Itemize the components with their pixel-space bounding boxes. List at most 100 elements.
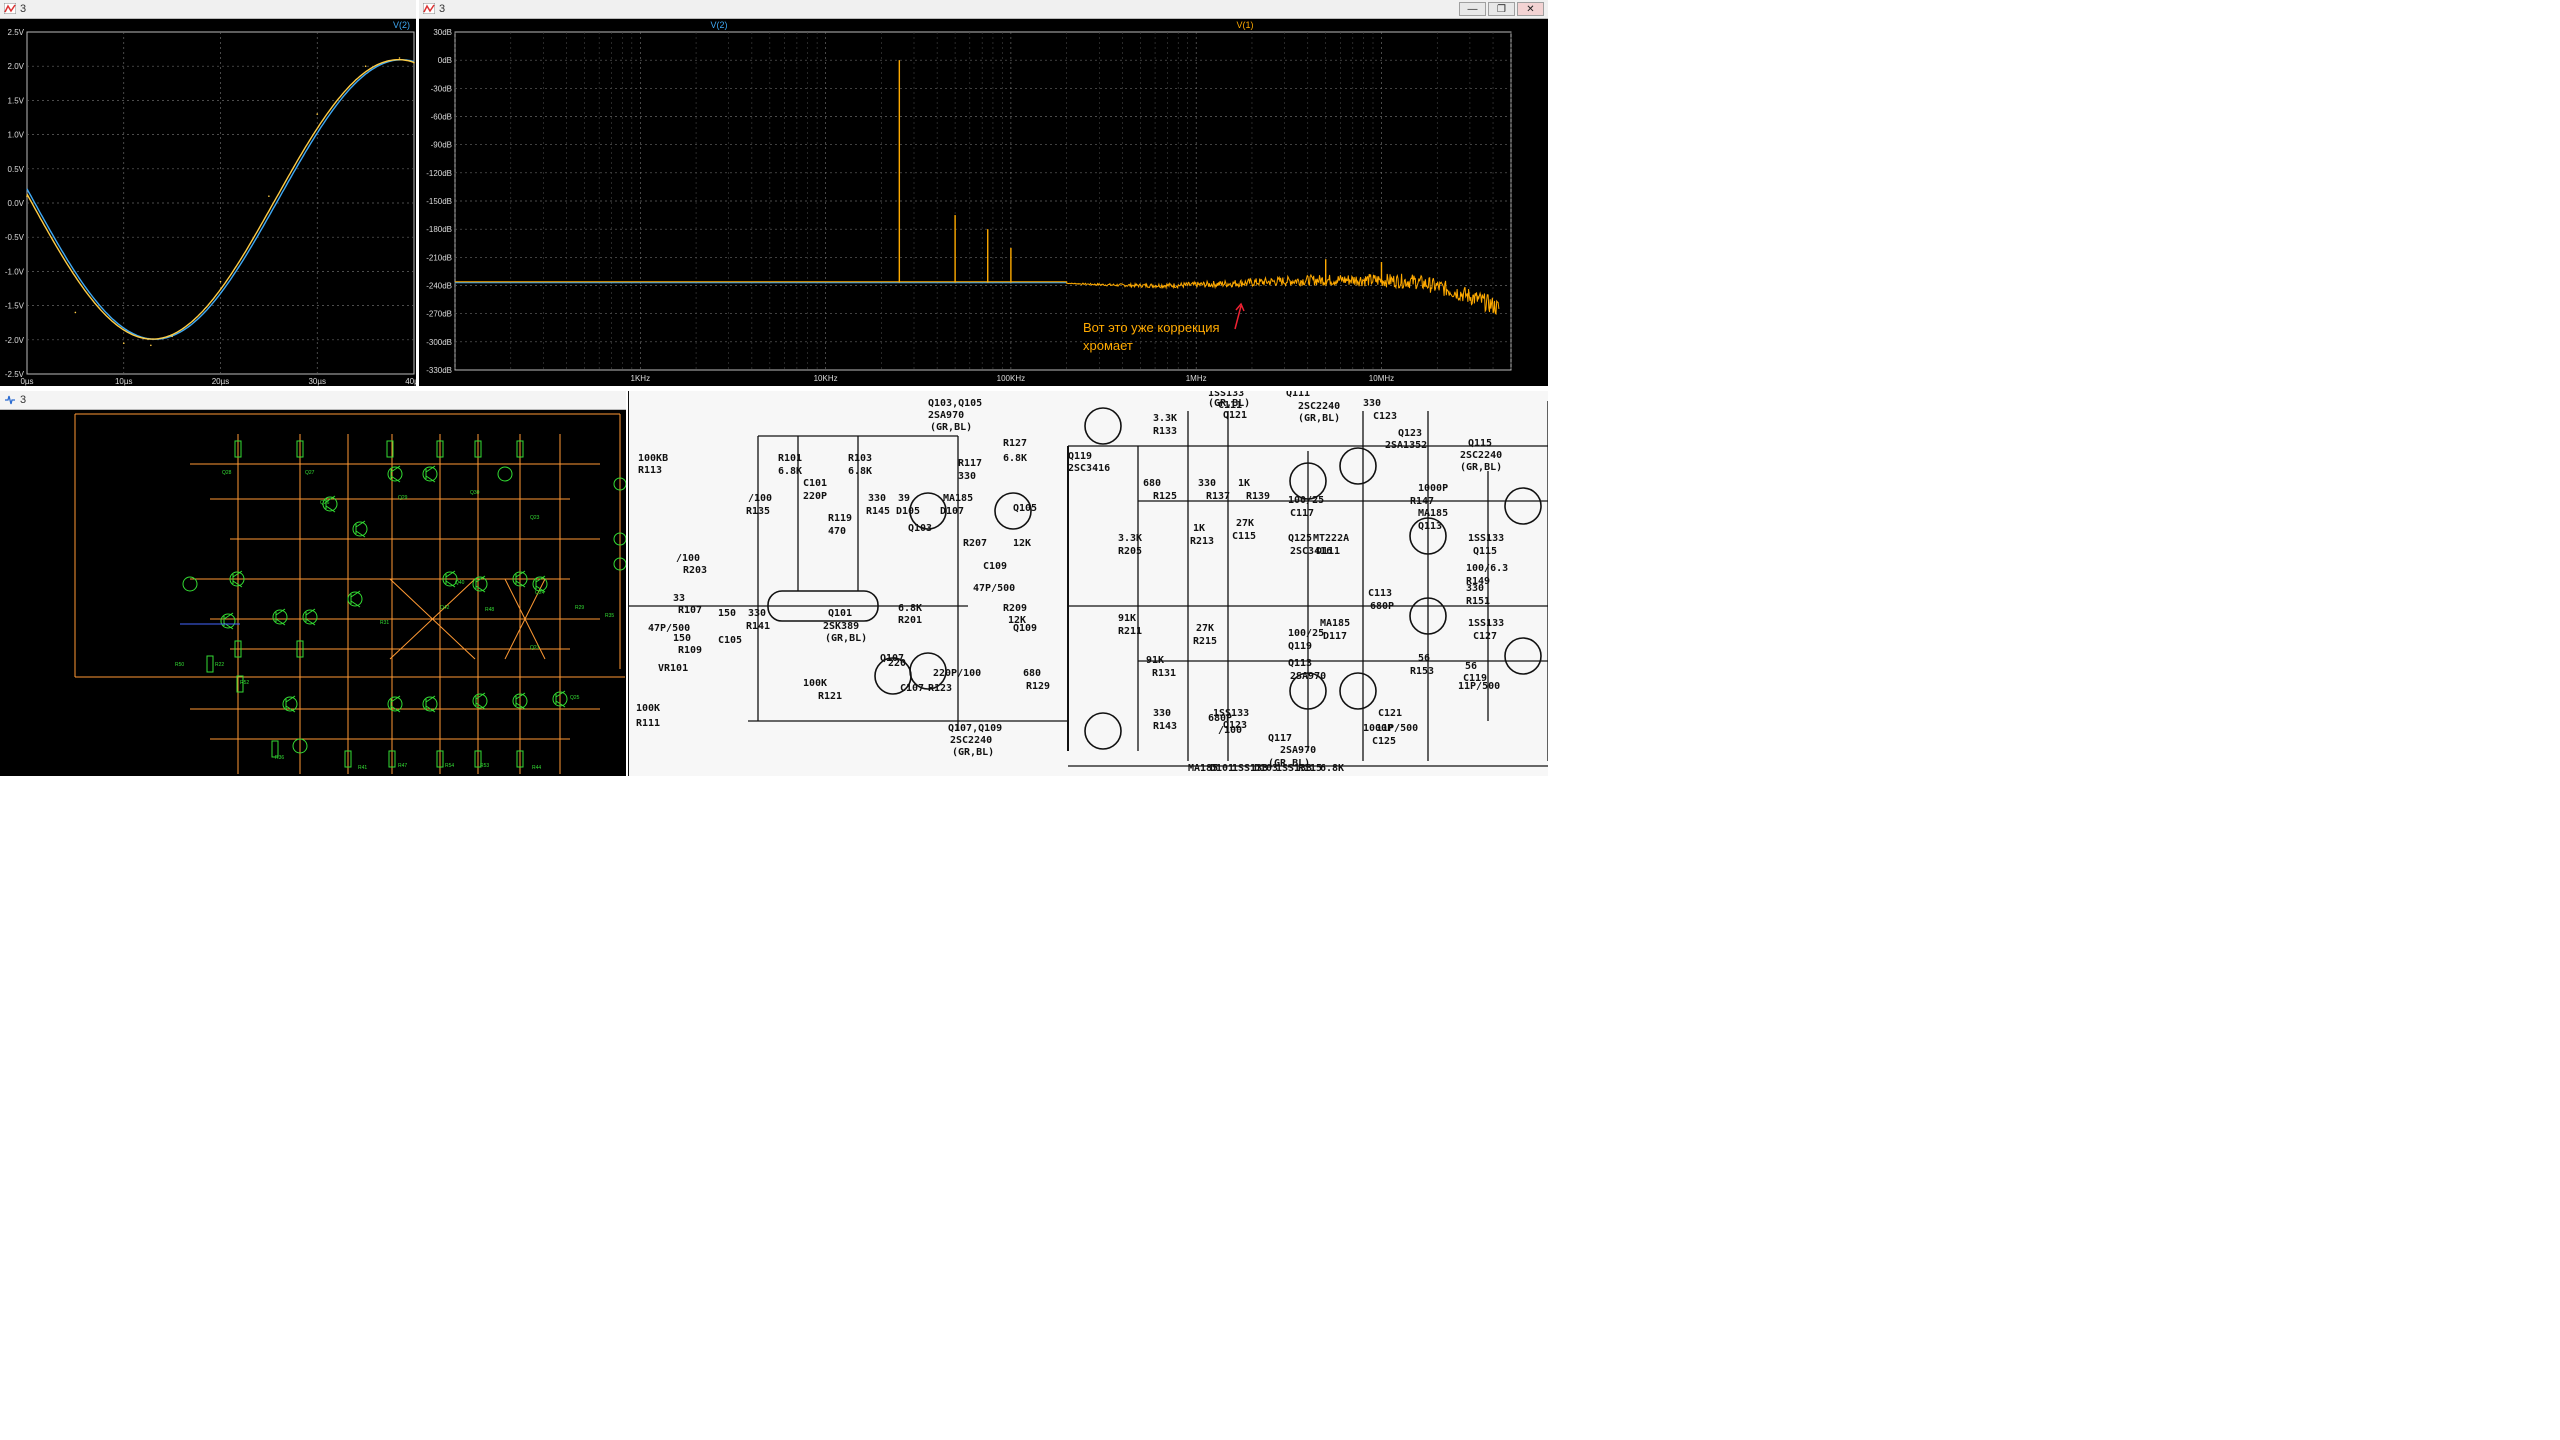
datasheet-label: 6.8K	[848, 466, 872, 477]
wire	[350, 600, 361, 608]
data-point	[268, 195, 270, 197]
y-tick-label: -2.5V	[5, 370, 25, 379]
schematic-titlebar[interactable]: 3	[0, 391, 626, 410]
transistor-symbol	[1289, 462, 1327, 500]
datasheet-label: R137	[1206, 491, 1230, 502]
component-label: R54	[445, 763, 454, 769]
y-tick-label: -120dB	[426, 169, 452, 178]
wire	[232, 570, 243, 578]
resistor-symbol	[296, 640, 304, 658]
waveform-icon	[423, 3, 435, 14]
resistor-symbol	[474, 750, 482, 768]
datasheet-label: 47P/500	[648, 623, 690, 634]
component-label: R47	[398, 763, 407, 769]
wire	[355, 520, 366, 528]
component-label: R44	[532, 765, 541, 771]
datasheet-label: 6.8K	[1320, 763, 1344, 774]
datasheet-label: R207	[963, 538, 987, 549]
fft-plot-area[interactable]: V(2)V(1)30dB0dB-30dB-60dB-90dB-120dB-150…	[419, 18, 1548, 386]
datasheet-label: 150	[718, 608, 736, 619]
datasheet-label: C125	[1372, 736, 1396, 747]
datasheet-label: 2SA1352	[1385, 440, 1427, 451]
datasheet-label: 1SS133	[1468, 618, 1504, 629]
datasheet-label: R133	[1153, 426, 1177, 437]
datasheet-label: C105	[718, 635, 742, 646]
fft-plot-titlebar[interactable]: 3 — ❐ ✕	[419, 0, 1548, 19]
trace-label-v2: V(2)	[710, 20, 727, 30]
datasheet-label: C121	[1378, 708, 1402, 719]
x-tick-label: 100KHz	[997, 374, 1025, 383]
component-label: Q24	[535, 590, 545, 596]
wire	[515, 702, 526, 710]
datasheet-label: Q109	[1013, 623, 1037, 634]
datasheet-label: Q105	[1013, 503, 1037, 514]
datasheet-label: R139	[1246, 491, 1270, 502]
component-label: Q27	[305, 470, 315, 476]
datasheet-label: D101	[1210, 763, 1234, 774]
datasheet-label: R115	[1298, 763, 1322, 774]
wire	[355, 530, 366, 538]
y-tick-label: -0.5V	[5, 233, 25, 242]
datasheet-label: R143	[1153, 721, 1177, 732]
time-plot-titlebar[interactable]: 3	[0, 0, 416, 19]
wire	[232, 580, 243, 588]
datasheet-label: 100K	[636, 703, 660, 714]
wire	[350, 590, 361, 598]
wire	[390, 695, 401, 703]
wire	[475, 575, 486, 583]
datasheet-label: R103	[848, 453, 872, 464]
datasheet-label: Q111	[1286, 391, 1310, 399]
datasheet-label: Q123	[1398, 428, 1422, 439]
datasheet-label: Q125	[1288, 533, 1312, 544]
datasheet-label: 150	[673, 633, 691, 644]
data-point	[171, 335, 173, 338]
datasheet-label: 3.3K	[1153, 413, 1177, 424]
datasheet-label: C123	[1373, 411, 1397, 422]
datasheet-label: 91K	[1118, 613, 1136, 624]
datasheet-label: R153	[1410, 666, 1434, 677]
wire	[285, 705, 296, 713]
component-label: R22	[215, 662, 224, 668]
datasheet-label: R209	[1003, 603, 1027, 614]
minimize-button[interactable]: —	[1459, 2, 1486, 16]
wire	[425, 705, 436, 713]
datasheet-label: R213	[1190, 536, 1214, 547]
component-label: R48	[485, 607, 494, 613]
y-tick-label: 1.5V	[8, 96, 25, 105]
component-label: Q30	[470, 490, 480, 496]
voltage-source-icon	[182, 576, 198, 592]
datasheet-label: Q123	[1223, 720, 1247, 731]
transistor-symbol	[1339, 672, 1377, 710]
datasheet-label: (GR,BL)	[952, 747, 994, 758]
datasheet-label: 2SA970	[1290, 671, 1326, 682]
datasheet-label: Q121	[1223, 410, 1247, 421]
wire	[275, 618, 286, 626]
datasheet-label: C107	[900, 683, 924, 694]
close-button[interactable]: ✕	[1517, 2, 1544, 16]
time-plot-area[interactable]: V(2)2.5V2.0V1.5V1.0V0.5V0.0V-0.5V-1.0V-1…	[0, 18, 416, 386]
wire	[305, 618, 316, 626]
component-label: R50	[175, 662, 184, 668]
datasheet-label: 1SS133	[1232, 763, 1268, 774]
datasheet-label: C101	[803, 478, 827, 489]
datasheet-label: R121	[818, 691, 842, 702]
port-symbol	[613, 532, 626, 546]
y-tick-label: -210dB	[426, 253, 452, 262]
data-point	[150, 344, 152, 347]
datasheet-label: C113	[1368, 588, 1392, 599]
annotation-arrow-icon	[1234, 302, 1245, 330]
datasheet-label: Q107,Q109	[948, 723, 1002, 734]
transistor-symbol	[472, 693, 488, 709]
datasheet-label: 1000P	[1418, 483, 1448, 494]
transistor-symbol	[422, 466, 438, 482]
component-label: Q28	[222, 470, 232, 476]
datasheet-label: C111	[1218, 400, 1242, 411]
datasheet-label: 470	[828, 526, 846, 537]
restore-button[interactable]: ❐	[1488, 2, 1515, 16]
datasheet-label: C119	[1463, 673, 1487, 684]
datasheet-label: VR101	[658, 663, 688, 674]
